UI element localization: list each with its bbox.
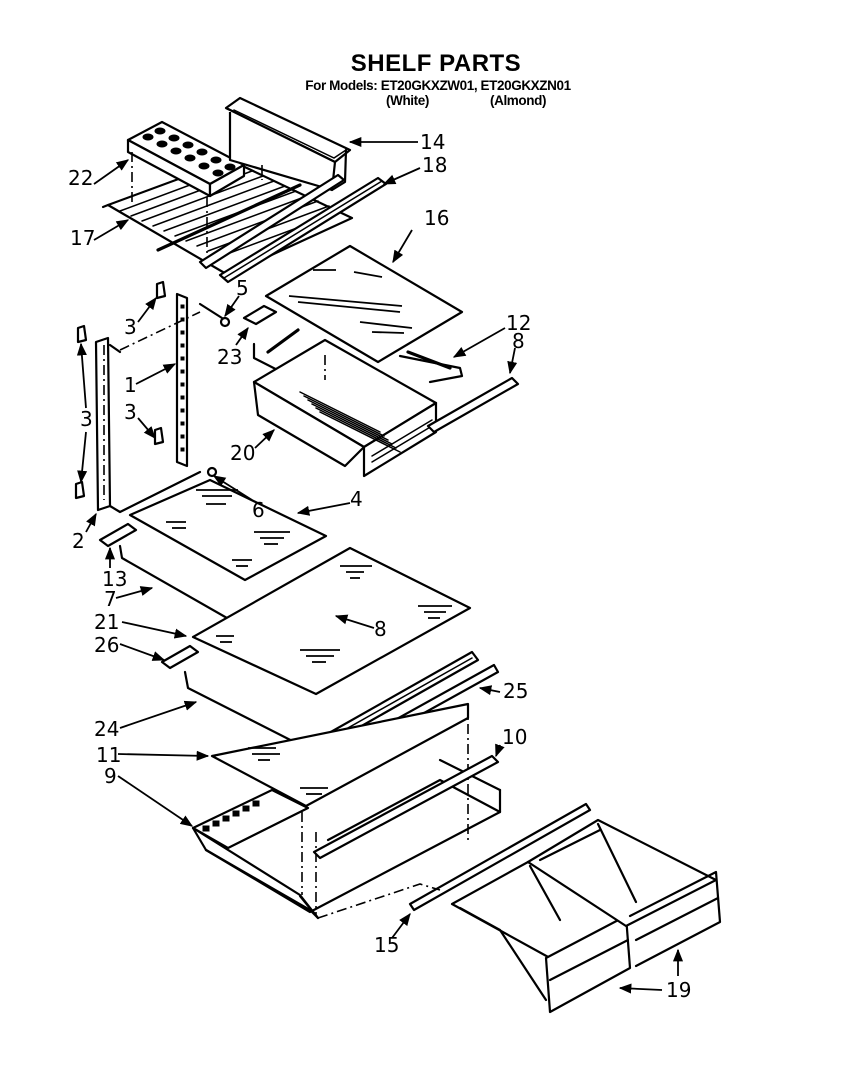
models-line: For Models: ET20GKXZW01, ET20GKXZN01 bbox=[305, 78, 571, 93]
callout-25: 25 bbox=[503, 679, 528, 703]
crisper-drawers bbox=[450, 818, 722, 1014]
variant-almond: (Almond) bbox=[490, 93, 547, 108]
shelf-support-rail-front bbox=[94, 336, 112, 512]
callout-17: 17 bbox=[70, 226, 95, 250]
callout-14: 14 bbox=[420, 130, 445, 154]
callout-8-lower: 8 bbox=[374, 617, 387, 641]
slide-alignment-line bbox=[317, 883, 441, 919]
dairy-bin bbox=[224, 96, 352, 192]
egg-tray bbox=[126, 120, 246, 262]
callout-15: 15 bbox=[374, 933, 399, 957]
glass-shelf-top bbox=[264, 244, 464, 364]
end-cap-middle bbox=[160, 644, 200, 670]
callout-10: 10 bbox=[502, 725, 527, 749]
callout-23: 23 bbox=[217, 345, 242, 369]
callout-18: 18 bbox=[422, 153, 447, 177]
wire-shelf bbox=[101, 158, 354, 277]
variant-white: (White) bbox=[386, 93, 429, 108]
callout-3-lower: 3 bbox=[124, 400, 137, 424]
meat-pan bbox=[252, 338, 438, 478]
crisper-slide bbox=[408, 802, 592, 912]
shelf-bracket-pin bbox=[206, 466, 218, 478]
callout-13: 13 bbox=[102, 567, 127, 591]
crisper-cover-frame bbox=[191, 758, 502, 920]
alignment-line bbox=[119, 311, 201, 351]
callout-9: 9 bbox=[104, 764, 117, 788]
rail-caps bbox=[74, 280, 167, 500]
callout-12: 12 bbox=[506, 311, 531, 335]
callout-labels: 22 17 14 18 16 5 3 23 12 8 1 3 3 20 6 4 … bbox=[68, 130, 691, 1002]
callout-5: 5 bbox=[236, 276, 249, 300]
end-cap-upper bbox=[98, 522, 138, 548]
callout-4: 4 bbox=[350, 487, 363, 511]
callout-8-upper: 8 bbox=[512, 329, 525, 353]
shelf-support-rail-rear bbox=[175, 292, 189, 468]
callout-2: 2 bbox=[72, 529, 85, 553]
callout-7: 7 bbox=[104, 587, 117, 611]
callout-1: 1 bbox=[124, 373, 137, 397]
callout-26: 26 bbox=[94, 633, 119, 657]
rail-connector-lines bbox=[108, 343, 202, 514]
callout-19: 19 bbox=[666, 978, 691, 1002]
callout-24: 24 bbox=[94, 717, 119, 741]
callout-11: 11 bbox=[96, 743, 121, 767]
callout-6: 6 bbox=[252, 498, 265, 522]
screw bbox=[198, 302, 231, 328]
callout-3-left: 3 bbox=[80, 407, 93, 431]
callout-20: 20 bbox=[230, 441, 255, 465]
callout-21: 21 bbox=[94, 610, 119, 634]
end-cap bbox=[242, 304, 278, 326]
leader-lines bbox=[76, 136, 684, 994]
glass-shelf-middle bbox=[191, 546, 472, 696]
shelf-trim-small bbox=[426, 376, 520, 434]
glass-shelf-upper bbox=[128, 478, 328, 582]
callout-22: 22 bbox=[68, 166, 93, 190]
callout-16: 16 bbox=[424, 206, 449, 230]
crisper-cover-trim bbox=[312, 754, 500, 860]
page-title: SHELF PARTS bbox=[350, 50, 522, 77]
callout-3-upper: 3 bbox=[124, 315, 137, 339]
